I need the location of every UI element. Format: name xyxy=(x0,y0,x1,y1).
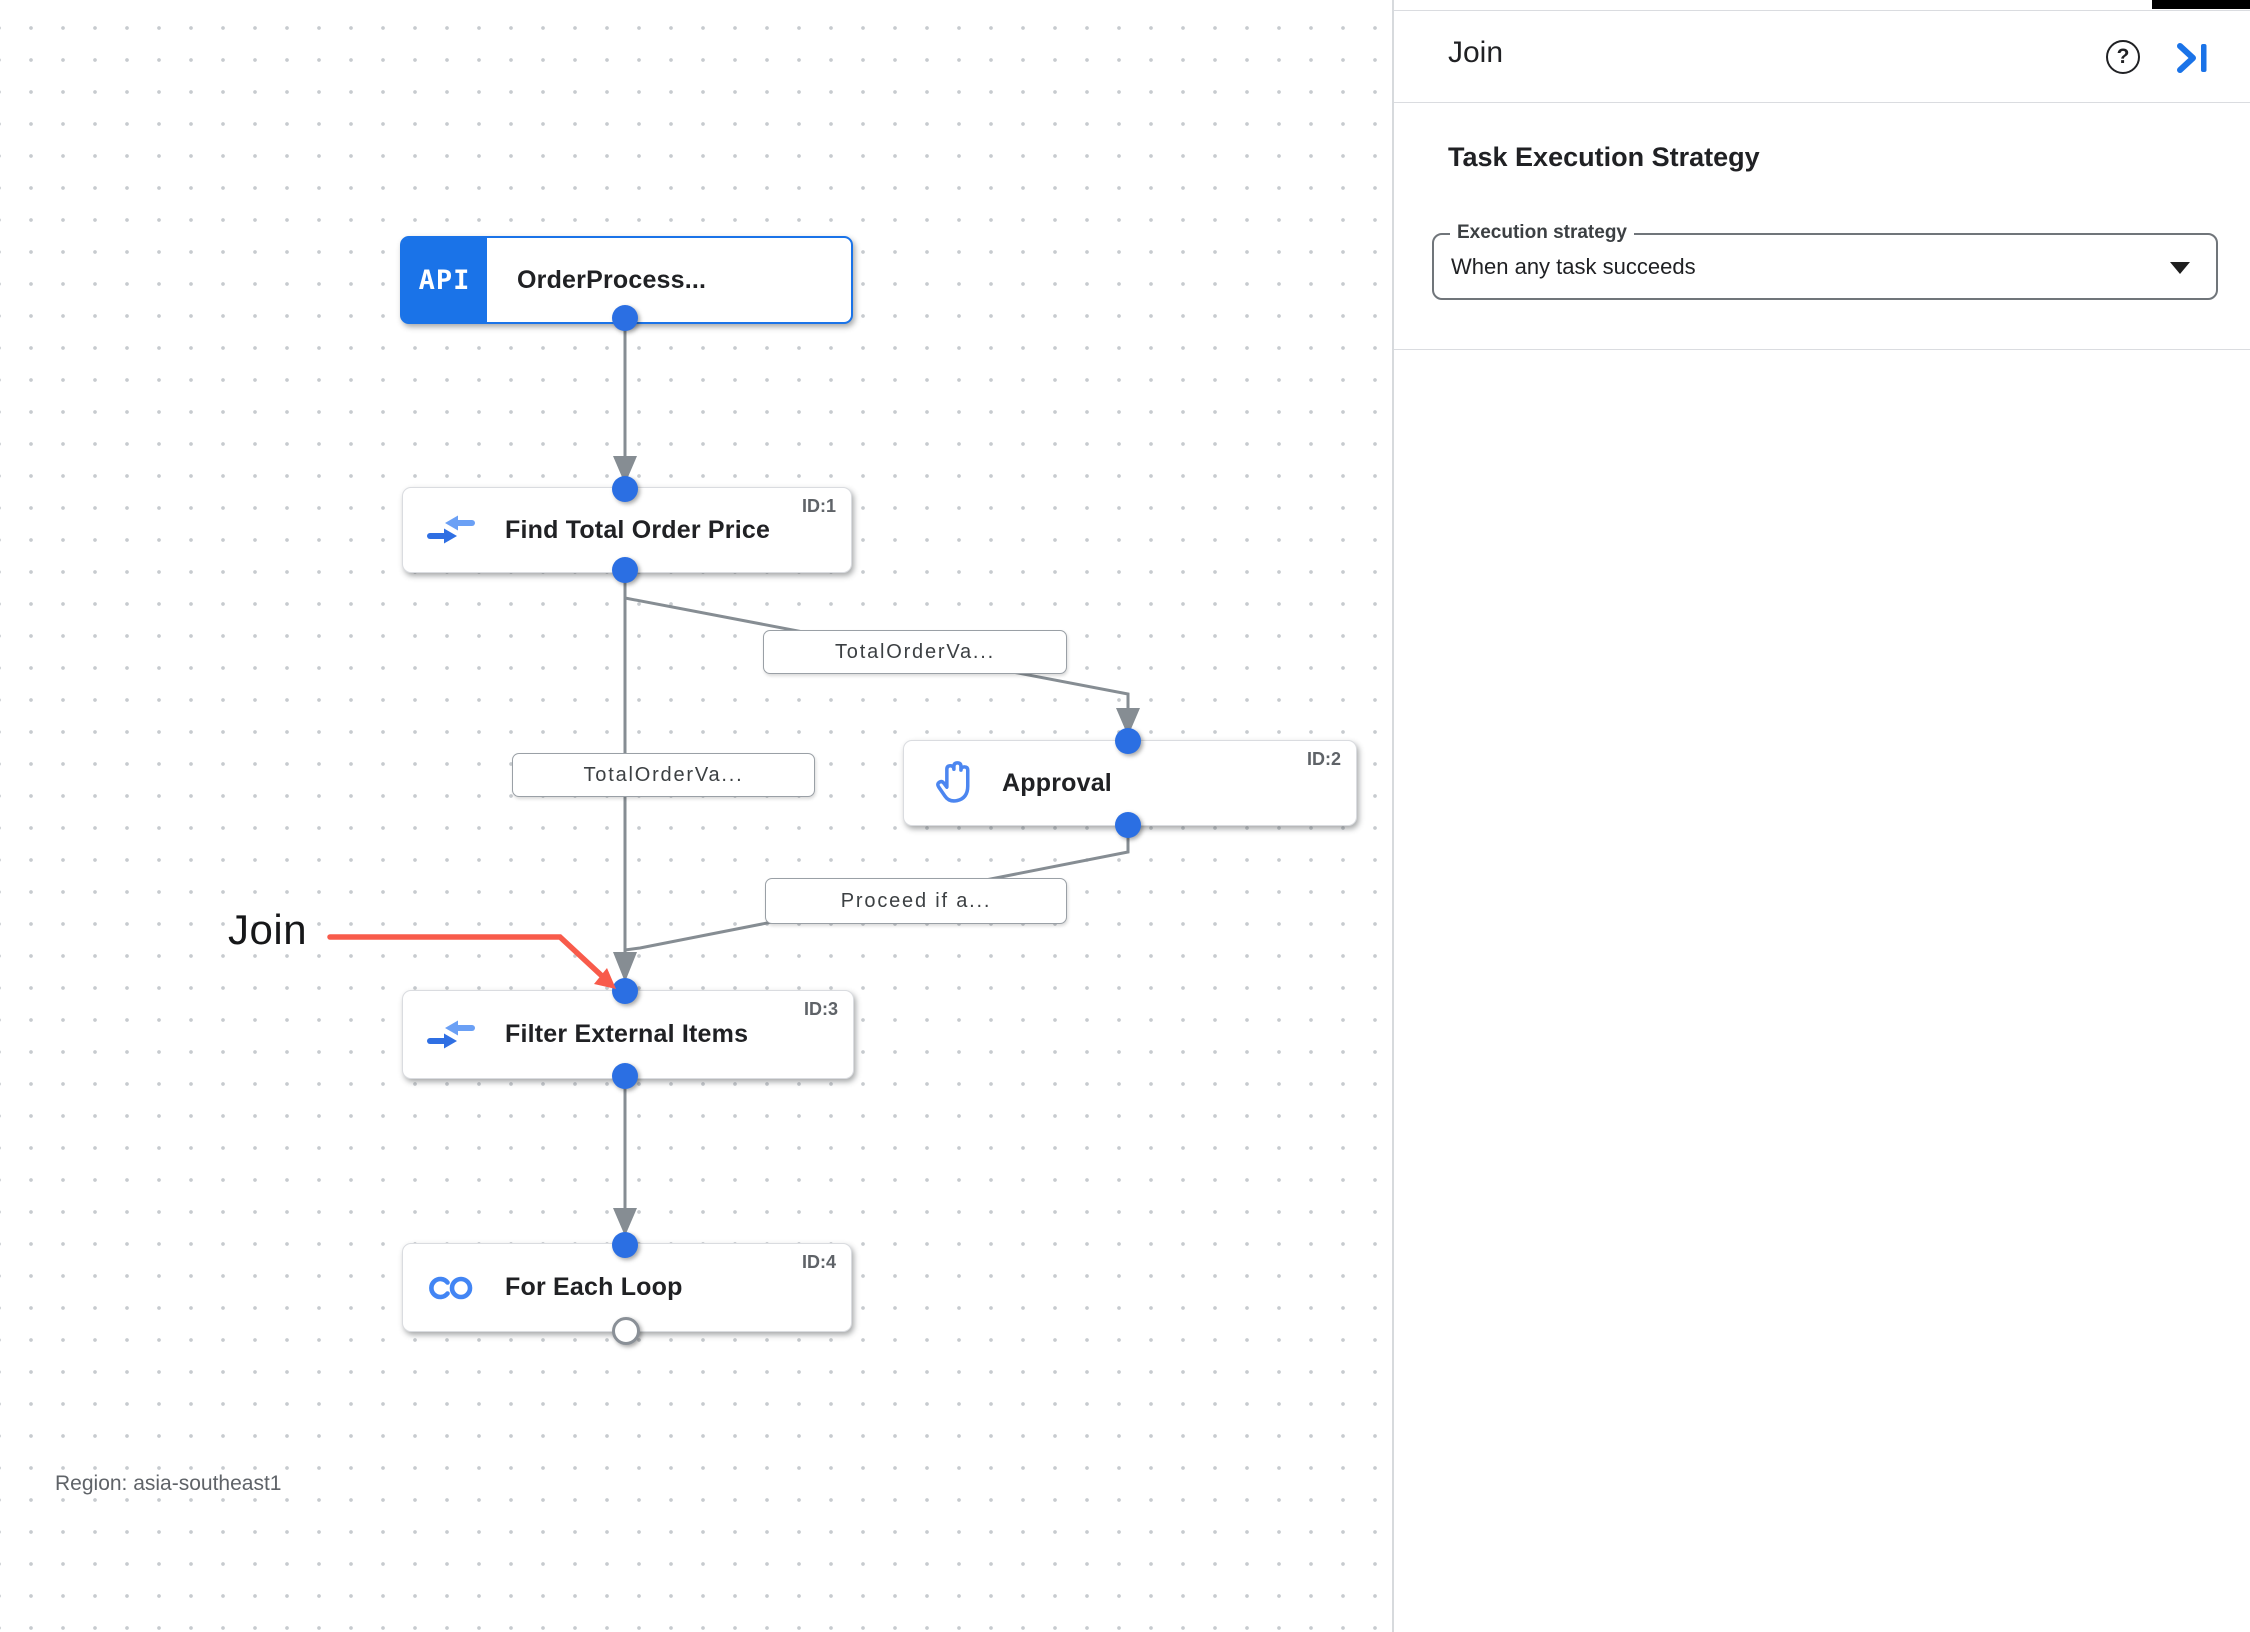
port-filter-in[interactable] xyxy=(612,978,638,1004)
workflow-canvas[interactable]: API OrderProcess... Find Total Order Pri… xyxy=(0,0,1392,1632)
section-title-task-execution-strategy: Task Execution Strategy xyxy=(1448,142,1760,172)
execution-strategy-label: Execution strategy xyxy=(1450,222,1634,244)
join-annotation-text: Join xyxy=(228,906,308,953)
port-find-in[interactable] xyxy=(612,476,638,502)
node-title: Find Total Order Price xyxy=(505,515,771,544)
node-title: Approval xyxy=(1002,768,1112,797)
approval-hand-icon xyxy=(932,756,976,810)
top-right-black-bar xyxy=(2152,0,2250,9)
port-find-out[interactable] xyxy=(612,557,638,583)
port-trigger-out[interactable] xyxy=(612,305,638,331)
port-foreach-out[interactable] xyxy=(612,1317,640,1345)
section-divider xyxy=(1394,349,2250,350)
arrowhead-into-foreach xyxy=(613,1208,637,1236)
panel-title: Join xyxy=(1448,36,1504,69)
node-id-badge: ID:2 xyxy=(1306,749,1341,769)
node-title: OrderProcess... xyxy=(517,265,707,294)
edge-label-totalorderva-right[interactable]: TotalOrderVa... xyxy=(763,630,1067,674)
node-title: Filter External Items xyxy=(505,1020,749,1048)
arrowhead-into-approval xyxy=(1116,708,1140,736)
header-divider xyxy=(1394,102,2250,103)
panel-top-border xyxy=(1394,10,2250,11)
node-id-badge: ID:4 xyxy=(801,1252,836,1272)
dropdown-caret-icon xyxy=(2170,262,2190,274)
api-trigger-badge: API xyxy=(402,238,487,322)
execution-strategy-select[interactable]: Execution strategy When any task succeed… xyxy=(1432,222,2218,300)
node-approval[interactable]: Approval ID:2 xyxy=(903,740,1357,826)
node-title: For Each Loop xyxy=(505,1273,683,1301)
collapse-panel-icon[interactable] xyxy=(2176,42,2212,74)
for-each-loop-icon xyxy=(427,1274,475,1302)
edge-label-totalorderva-down[interactable]: TotalOrderVa... xyxy=(512,753,815,797)
data-mapping-icon xyxy=(427,510,475,550)
node-id-badge: ID:3 xyxy=(803,999,838,1019)
port-approval-out[interactable] xyxy=(1115,812,1141,838)
panel-header: Join xyxy=(1394,10,2250,102)
port-foreach-in[interactable] xyxy=(612,1232,638,1258)
data-mapping-icon xyxy=(427,1015,475,1055)
node-id-badge: ID:1 xyxy=(801,496,836,516)
config-panel: Join Task Execution Strategy Execution s… xyxy=(1392,0,2250,1632)
execution-strategy-value: When any task succeeds xyxy=(1451,253,1696,279)
help-icon[interactable]: ? xyxy=(2106,40,2140,74)
port-approval-in[interactable] xyxy=(1115,728,1141,754)
edge-label-proceed-if[interactable]: Proceed if a... xyxy=(765,878,1067,924)
arrowhead-into-find xyxy=(613,456,637,484)
port-filter-out[interactable] xyxy=(612,1063,638,1089)
arrowhead-join-into-filter xyxy=(613,952,637,982)
region-label: Region: asia-southeast1 xyxy=(55,1472,282,1495)
